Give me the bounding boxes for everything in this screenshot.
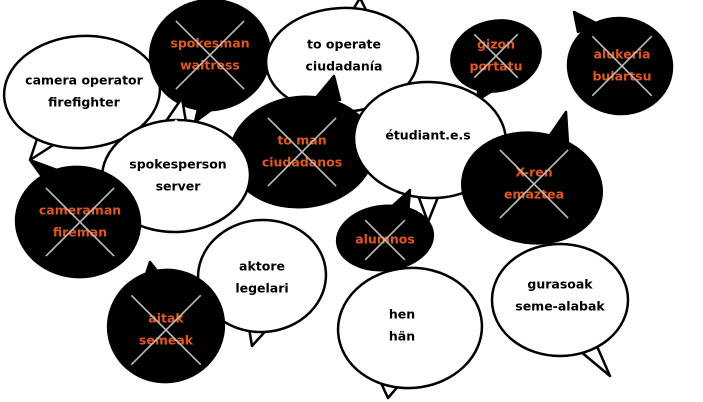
speech-bubble-camera-operator: camera operator firefighter (2, 34, 162, 162)
bubble-text-line: firefighter (48, 95, 120, 110)
cross-out-icon (130, 294, 202, 366)
speech-bubble-gizon: gizon portatu (450, 19, 542, 102)
bubble-text-line: ciudadanía (306, 59, 383, 74)
bubble-tail-join (583, 25, 601, 37)
bubble-tail-join (45, 125, 61, 140)
speech-bubble-spokesperson: spokesperson server (100, 96, 252, 234)
cross-out-icon (267, 117, 337, 187)
bubble-text-line: to operate (307, 37, 381, 52)
bubble-text-line: aktore (239, 259, 285, 274)
bubble-text-line: semeak (139, 333, 194, 348)
bubble-body (461, 131, 603, 245)
bubble-text-line: emaztea (504, 187, 564, 202)
bubble-tail-join (572, 338, 592, 350)
speech-bubble-cameraman: cameraman fireman (14, 158, 142, 279)
speech-bubble-hen: hen hän (336, 266, 484, 400)
speech-bubble-gurasoak: gurasoak seme-alabak (490, 242, 630, 378)
cross-out-icon (473, 33, 519, 79)
bubble-tail-join (387, 208, 406, 217)
bubble-text-line: gurasoak (527, 277, 593, 292)
speech-bubble-alukeria: alukeria bulartsu (566, 10, 674, 116)
bubble-tail-join (312, 96, 336, 107)
bubble-text-line: gizon (477, 37, 515, 52)
bubble-tail-join (380, 366, 402, 381)
bubble-body (106, 268, 226, 384)
bubble-body (14, 165, 142, 279)
bubble-body (490, 242, 630, 358)
bubble-tail-join (417, 184, 439, 196)
bubble-body (336, 266, 484, 390)
bubble-text-line: hän (389, 329, 415, 344)
bubble-text-line: spokesman (170, 36, 249, 51)
bubble-text-line: waitress (180, 58, 240, 73)
bubble-text-line: alukeria (594, 47, 651, 62)
bubble-tail-join (165, 119, 185, 131)
bubble-text-line: to man (277, 133, 326, 148)
speech-bubble-to-man: to man ciudadanos (228, 74, 376, 209)
bubble-text-line: seme-alabak (515, 299, 605, 314)
bubble-text-line: ciudadanos (262, 155, 342, 170)
cross-out-icon (591, 35, 653, 97)
bubble-text-line: camera operator (25, 73, 143, 88)
bubble-text-line: cameraman (39, 203, 121, 218)
bubble-text-line: hen (389, 307, 415, 322)
bubble-text-line: portatu (470, 59, 523, 74)
bubble-tail-join (249, 316, 270, 328)
bubble-tail-join (546, 136, 564, 150)
bubble-text-line: legelari (235, 281, 288, 296)
bubble-tail-join (480, 78, 500, 87)
cross-out-icon (45, 187, 115, 257)
bubble-text-line: spokesperson (129, 157, 226, 172)
cross-out-icon (364, 219, 406, 261)
cross-out-icon (499, 149, 569, 219)
bubble-tail-join (201, 94, 221, 105)
bubble-tail-join (146, 278, 166, 288)
bubble-tail-join (347, 15, 367, 24)
bubble-text-line: étudiant.e.s (385, 128, 470, 143)
cross-out-icon (175, 20, 245, 90)
bubble-text-line: fireman (53, 225, 107, 240)
bubble-text-line: server (156, 179, 202, 194)
bubble-text-line: bulartsu (592, 69, 651, 84)
speech-bubble-spokesman: spokesman waitress (148, 0, 272, 124)
bubble-tail-join (49, 175, 70, 187)
